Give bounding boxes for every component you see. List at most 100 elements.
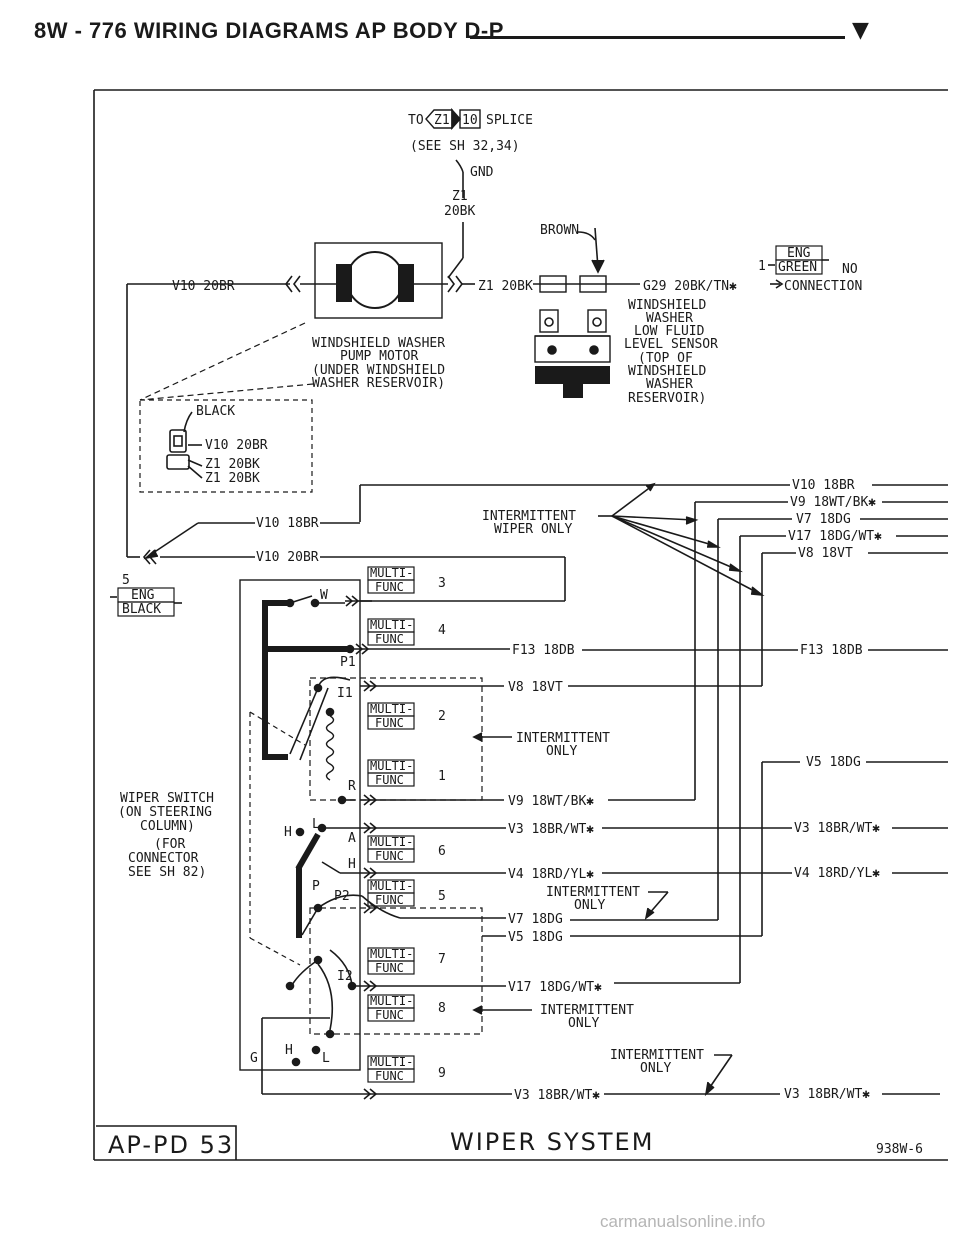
right-wire-v4-18rdyl: V4 18RD/YL✱ [794, 866, 880, 881]
intermittent-8-line-2: ONLY [568, 1016, 599, 1031]
right-wire-v5-18dg: V5 18DG [806, 755, 861, 770]
sensor-label-line-7: WASHER [646, 377, 693, 392]
right-wire-v7-18dg: V7 18DG [796, 512, 851, 527]
pump-connector-pin-3: Z1 20BK [205, 471, 260, 486]
pump-label-line-3: (UNDER WINDSHIELD [312, 363, 445, 378]
diagram-footer: AP-PD 53 WIPER SYSTEM 938W-6 [96, 1125, 923, 1160]
right-wire-v17-18dgwt: V17 18DG/WT✱ [788, 529, 882, 544]
switch-label-line-6: SEE SH 82) [128, 865, 206, 880]
mid-wire-v7: V7 18DG [508, 912, 563, 927]
sensor-pin-1: 1 [758, 259, 766, 274]
pin-label-7: 7 [438, 952, 446, 967]
wiper-switch-box: WIPER SWITCH (ON STEERING COLUMN) (FOR C… [118, 579, 483, 1071]
sensor-g29-wire-label: G29 20BK/TN✱ [643, 279, 737, 294]
right-wire-v8-18vt: V8 18VT [798, 546, 853, 561]
switch-label-line-5: CONNECTOR [128, 851, 199, 866]
left-harness: V10 18BR V10 20BR 5 ENG BLACK [110, 516, 566, 617]
sensor-label-line-1: WINDSHIELD [628, 298, 706, 313]
multi-func-pin-1: MULTI-FUNC 1 [367, 759, 446, 787]
multi-func-pin-2: MULTI-FUNC 2 [367, 702, 446, 730]
intermittent-2-line-2: ONLY [546, 744, 577, 759]
mid-wire-v9: V9 18WT/BK✱ [508, 794, 594, 809]
multi-9-top: MULTI- [370, 1055, 413, 1069]
left-v10-18br-label: V10 18BR [256, 516, 319, 531]
multi-3-bottom: FUNC [375, 580, 404, 594]
switch-label-line-2: (ON STEERING [118, 805, 212, 820]
splice-z1-text: Z1 [434, 113, 450, 128]
pin-label-4: 4 [438, 623, 446, 638]
diagram-frame [93, 89, 948, 1161]
switch-internals: W P1 I1 R H L A H P P2 I2 [250, 588, 363, 1095]
mid-wire-v17: V17 18DG/WT✱ [508, 980, 602, 995]
splice-to-text: TO [408, 113, 424, 128]
right-side-wires: V10 18BR V9 18WT/BK✱ V7 18DG V17 18DG/WT… [359, 478, 948, 1102]
pump-connector-pin-2: Z1 20BK [205, 457, 260, 472]
splice-10-text: 10 [462, 113, 478, 128]
splice-label: SPLICE [486, 113, 533, 128]
multi-6-top: MULTI- [370, 835, 413, 849]
sensor-label-line-2: WASHER [646, 311, 693, 326]
sensor-label-line-6: WINDSHIELD [628, 364, 706, 379]
multi-3-top: MULTI- [370, 566, 413, 580]
multi-func-pin-8: MULTI-FUNC 8 [367, 994, 446, 1022]
multi-5-top: MULTI- [370, 879, 413, 893]
splice-see-text: (SEE SH 32,34) [410, 139, 520, 154]
multi-func-connectors: MULTI-FUNC 3 MULTI-FUNC 4 MULTI-FUNC 2 M… [367, 566, 446, 1083]
multi-7-top: MULTI- [370, 947, 413, 961]
mid-wire-f13: F13 18DB [512, 643, 575, 658]
multi-8-bottom: FUNC [375, 1008, 404, 1022]
pump-label-line-1: WINDSHIELD WASHER [312, 336, 445, 351]
intermittent-5-line-1: INTERMITTENT [546, 885, 640, 900]
multi-func-pin-4: MULTI-FUNC 4 [367, 618, 446, 646]
pump-z1-wire-label: Z1 20BK [478, 279, 533, 294]
sensor-green-text: GREEN [778, 260, 817, 275]
pin-label-3: 3 [438, 576, 446, 591]
intermittent-9-line-2: ONLY [640, 1061, 671, 1076]
switch-letter-H3: H [285, 1043, 293, 1058]
intermittent-wiper-arrows: INTERMITTENT WIPER ONLY [482, 482, 765, 597]
pump-connector-color: BLACK [196, 404, 235, 419]
switch-label-line-3: COLUMN) [140, 819, 195, 834]
intermittent-2-line-1: INTERMITTENT [516, 731, 610, 746]
sensor-no-text: NO [842, 262, 858, 277]
multi-9-bottom: FUNC [375, 1069, 404, 1083]
multi-func-pin-9: MULTI-FUNC 9 [367, 1055, 446, 1083]
multi-func-pin-3: MULTI-FUNC 3 [367, 566, 446, 594]
page-header-title: 8W - 776 WIRING DIAGRAMS AP BODY D-P [34, 18, 504, 43]
sensor-brown-label: BROWN [540, 223, 579, 238]
switch-letter-H2: H [348, 857, 356, 872]
right-wire-v3-bottom: V3 18BR/WT✱ [784, 1087, 870, 1102]
left-black-text: BLACK [122, 602, 161, 617]
pump-connector-pin-1: V10 20BR [205, 438, 268, 453]
footer-center-label: WIPER SYSTEM [450, 1128, 654, 1156]
intermittent-only-arrows: INTERMITTENT ONLY INTERMITTENT ONLY INTE… [472, 731, 733, 1097]
pump-v10-wire-label: V10 20BR [172, 279, 235, 294]
pump-connector-box: BLACK V10 20BR Z1 20BK Z1 20BK [139, 399, 313, 493]
right-wire-f13-18db: F13 18DB [800, 643, 863, 658]
multi-func-pin-7: MULTI-FUNC 7 [367, 947, 446, 975]
splice-wire-text: 20BK [444, 204, 475, 219]
switch-letter-L3: L [322, 1051, 330, 1066]
pin-label-2: 2 [438, 709, 446, 724]
mid-wire-v3-bottom: V3 18BR/WT✱ [514, 1088, 600, 1103]
multi-8-top: MULTI- [370, 994, 413, 1008]
pin-label-1: 1 [438, 769, 446, 784]
sensor-label-line-4: LEVEL SENSOR [624, 337, 718, 352]
right-wire-v9-18wtbk: V9 18WT/BK✱ [790, 495, 876, 510]
down-arrow-icon: ▼ [852, 18, 869, 43]
intermittent-top-line-1: INTERMITTENT [482, 509, 576, 524]
switch-label-line-1: WIPER SWITCH [120, 791, 214, 806]
sensor-label-line-5: (TOP OF [638, 351, 693, 366]
mid-wire-v3: V3 18BR/WT✱ [508, 822, 594, 837]
intermittent-5-line-2: ONLY [574, 898, 605, 913]
sensor-eng-text: ENG [787, 246, 811, 261]
switch-letter-P1: P1 [340, 655, 356, 670]
switch-letter-A: A [348, 831, 356, 846]
multi-4-bottom: FUNC [375, 632, 404, 646]
multi-2-top: MULTI- [370, 702, 413, 716]
multi-1-bottom: FUNC [375, 773, 404, 787]
switch-letter-R: R [348, 779, 356, 794]
pin-label-6: 6 [438, 844, 446, 859]
footer-left-label: AP-PD 53 [108, 1131, 234, 1159]
pump-label-line-4: WASHER RESERVOIR) [312, 376, 445, 391]
